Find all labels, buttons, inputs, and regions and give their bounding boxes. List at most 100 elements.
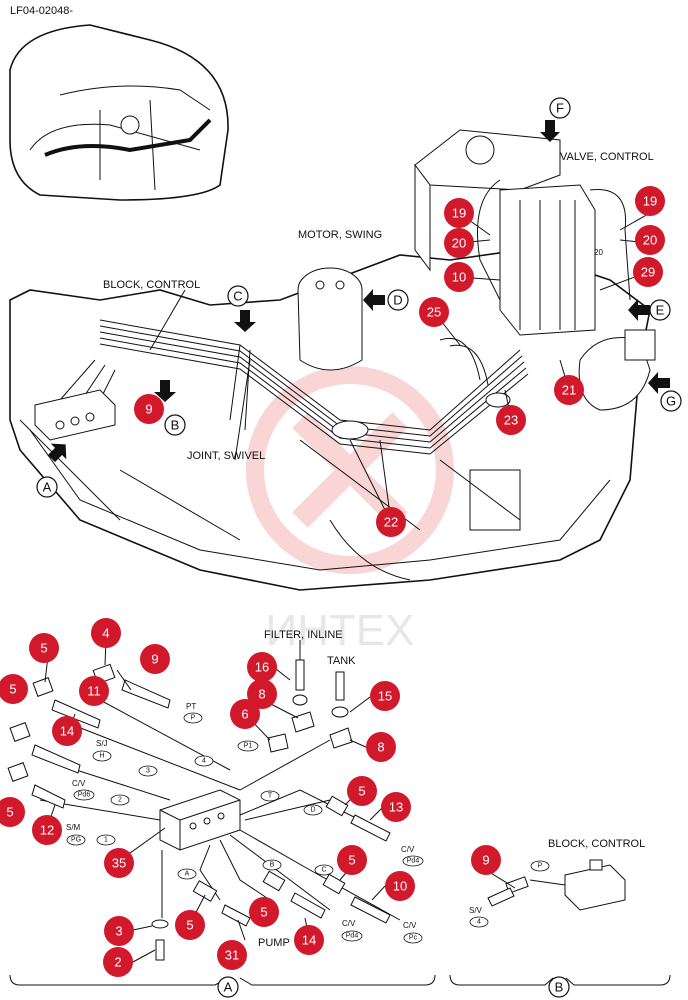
- label-cv-3: C/V: [342, 919, 356, 928]
- svg-text:11: 11: [87, 684, 101, 699]
- callout-9-top: 9: [134, 394, 164, 424]
- svg-text:A: A: [224, 980, 233, 995]
- detail-a-illustration: [7, 640, 401, 961]
- svg-text:22: 22: [384, 515, 398, 530]
- svg-text:2: 2: [114, 955, 121, 970]
- callout-20-right: 20: [635, 225, 665, 255]
- callout-5-a6: 5: [175, 910, 205, 940]
- svg-text:12: 12: [40, 823, 54, 838]
- svg-text:P1: P1: [244, 743, 253, 750]
- port-Pd6: Pd6: [73, 789, 95, 801]
- callout-16: 16: [247, 652, 277, 682]
- port-2: 2: [110, 794, 130, 806]
- callout-4: 4: [91, 618, 121, 648]
- port-P1: P1: [237, 740, 259, 752]
- svg-text:19: 19: [452, 206, 466, 221]
- svg-text:Pd6: Pd6: [78, 792, 91, 799]
- letter-F: F: [549, 97, 571, 119]
- block-control-illustration-top: [34, 389, 116, 441]
- svg-text:4: 4: [477, 919, 481, 926]
- svg-text:5: 5: [186, 918, 193, 933]
- label-sv: S/V: [469, 906, 483, 915]
- label-cv-2: C/V: [401, 845, 415, 854]
- callout-10-a: 10: [385, 871, 415, 901]
- svg-text:9: 9: [151, 652, 158, 667]
- svg-text:2: 2: [118, 797, 122, 804]
- callout-2: 2: [103, 947, 133, 977]
- svg-text:A: A: [43, 480, 52, 495]
- label-tank: TANK: [327, 655, 356, 667]
- svg-text:21: 21: [562, 383, 576, 398]
- svg-text:25: 25: [427, 305, 441, 320]
- svg-text:8: 8: [258, 687, 265, 702]
- label-cv-4: C/V: [403, 921, 417, 930]
- label-cv-1: C/V: [72, 779, 86, 788]
- port-3: 3: [138, 765, 158, 777]
- callout-5-a4: 5: [347, 776, 377, 806]
- svg-text:ИНТЕХ: ИНТЕХ: [266, 606, 415, 655]
- callout-12: 12: [32, 815, 62, 845]
- svg-text:8: 8: [377, 740, 384, 755]
- callout-5-a1: 5: [29, 633, 59, 663]
- callout-6: 6: [230, 699, 260, 729]
- callout-14-b: 14: [294, 925, 324, 955]
- callout-15: 15: [370, 681, 400, 711]
- svg-text:P: P: [191, 715, 196, 722]
- port-A: A: [177, 868, 197, 880]
- label-joint-swivel: JOINT, SWIVEL: [187, 450, 265, 462]
- letter-B-top: B: [164, 414, 186, 436]
- svg-text:4: 4: [202, 758, 206, 765]
- pump-illustration: [578, 329, 656, 411]
- callout-3: 3: [104, 916, 134, 946]
- svg-text:Pc: Pc: [409, 935, 418, 942]
- svg-text:14: 14: [60, 724, 74, 739]
- svg-text:29: 29: [641, 265, 655, 280]
- svg-text:3: 3: [115, 924, 122, 939]
- label-pump: PUMP: [258, 937, 290, 949]
- svg-text:5: 5: [9, 682, 16, 697]
- port-4: 4: [194, 755, 214, 767]
- callout-14-a: 14: [52, 716, 82, 746]
- svg-text:PG: PG: [71, 837, 81, 844]
- svg-text:20: 20: [643, 233, 657, 248]
- swing-motor-illustration: [297, 267, 363, 371]
- port-H: H: [92, 750, 112, 762]
- svg-text:T: T: [268, 793, 273, 800]
- letter-A-top: A: [36, 476, 58, 498]
- port-Pd4-b: Pd4: [341, 930, 363, 942]
- letter-G: G: [660, 390, 682, 412]
- svg-text:5: 5: [260, 905, 267, 920]
- callout-25: 25: [419, 297, 449, 327]
- label-motor-swing: MOTOR, SWING: [298, 229, 382, 241]
- svg-text:15: 15: [378, 689, 392, 704]
- excavator-cab-illustration: [9, 24, 229, 201]
- callout-10-top: 10: [444, 262, 474, 292]
- callout-8-a2: 8: [366, 732, 396, 762]
- svg-text:Pd4: Pd4: [346, 933, 359, 940]
- svg-text:20: 20: [452, 236, 466, 251]
- svg-text:23: 23: [504, 413, 518, 428]
- svg-text:Pd4: Pd4: [407, 858, 420, 865]
- svg-text:A: A: [185, 871, 190, 878]
- port-P: P: [183, 712, 203, 724]
- port-B: B: [262, 859, 282, 871]
- callout-5-a5: 5: [337, 845, 367, 875]
- letter-C: C: [227, 285, 249, 307]
- callout-5-a7: 5: [249, 897, 279, 927]
- svg-text:C: C: [321, 867, 326, 874]
- label-valve-control: VALVE, CONTROL: [560, 151, 654, 163]
- svg-text:1: 1: [104, 837, 108, 844]
- label-block-control: BLOCK, CONTROL: [103, 279, 200, 291]
- callout-19-right: 19: [635, 186, 665, 216]
- callout-35: 35: [104, 848, 134, 878]
- callout-23: 23: [496, 405, 526, 435]
- callout-21: 21: [554, 375, 584, 405]
- svg-text:16: 16: [255, 660, 269, 675]
- label-block-control-b: BLOCK, CONTROL: [548, 838, 645, 850]
- port-PG: PG: [66, 834, 86, 846]
- letter-D: D: [387, 289, 409, 311]
- arrows: [47, 120, 670, 463]
- svg-text:B: B: [171, 418, 180, 433]
- svg-text:35: 35: [112, 856, 126, 871]
